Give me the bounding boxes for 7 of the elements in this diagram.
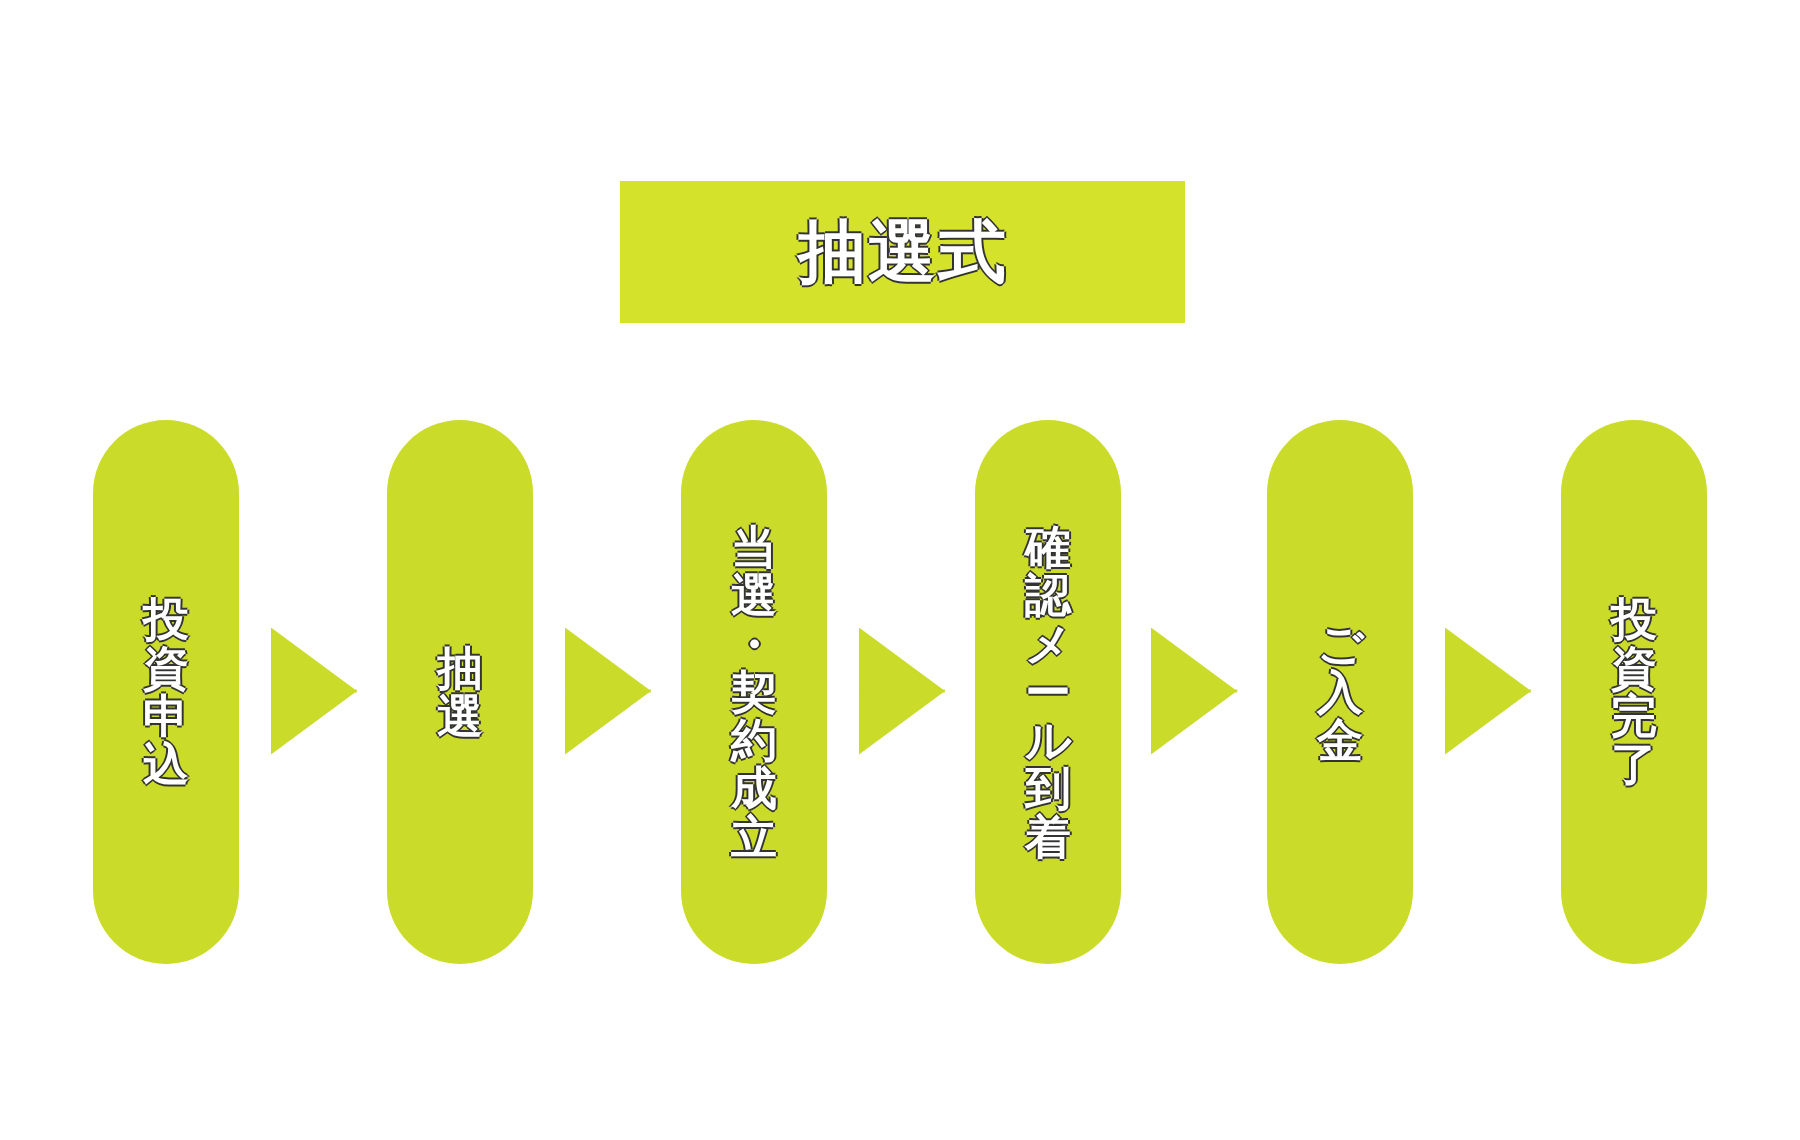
step-label: 投資完了	[1611, 595, 1657, 789]
step-label: 当選・契約成立	[731, 522, 777, 862]
step-label: 投資申込	[143, 595, 189, 789]
title-banner: 抽選式	[620, 181, 1185, 323]
step-label: 確認メール到着	[1025, 522, 1071, 862]
step-label: ご入金	[1317, 619, 1363, 765]
step-label: 抽選	[437, 643, 483, 741]
